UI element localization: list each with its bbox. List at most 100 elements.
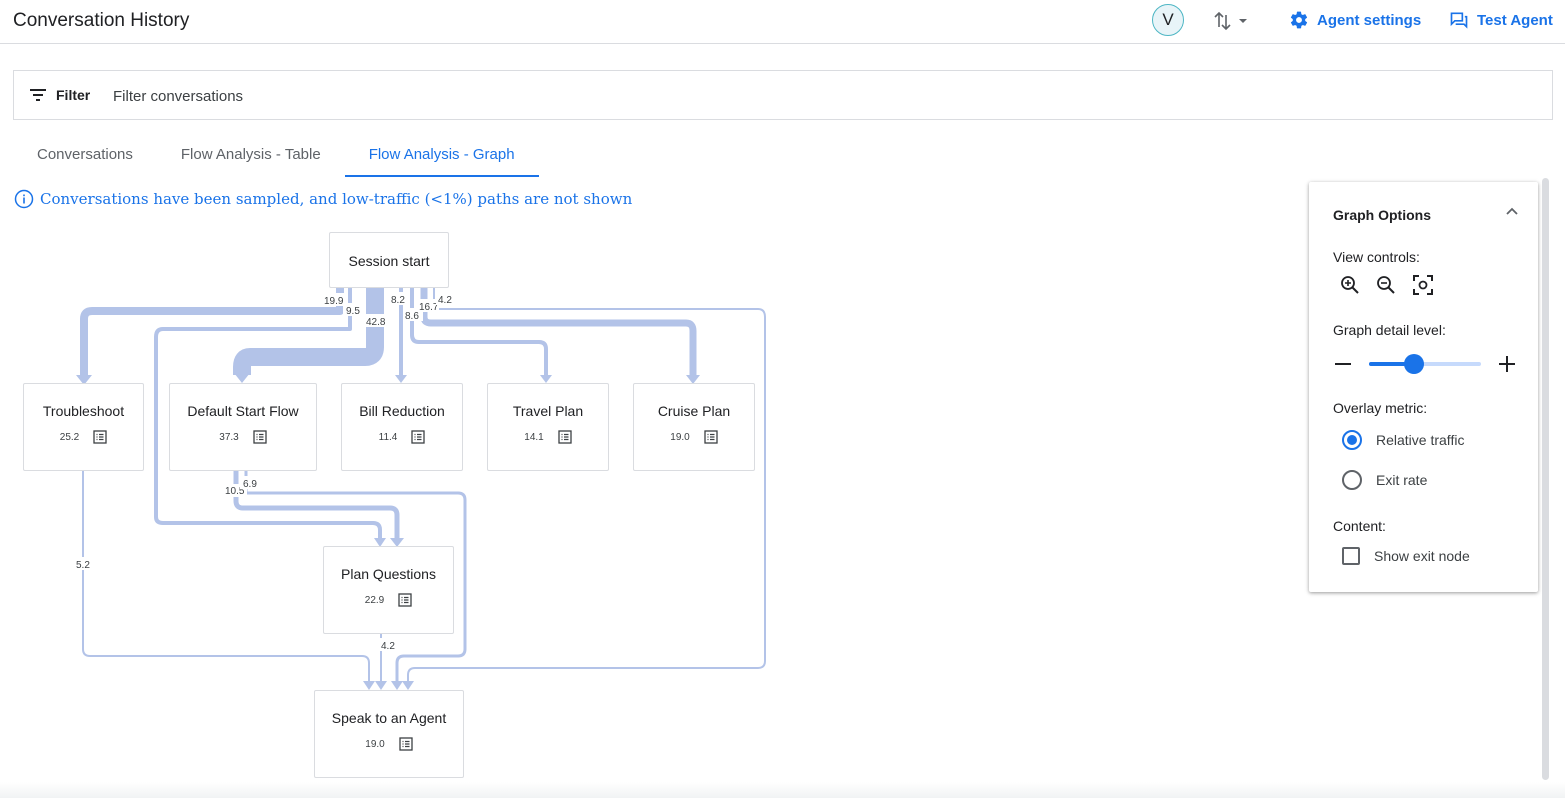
tab-flow-analysis-table[interactable]: Flow Analysis - Table xyxy=(180,146,321,163)
list-icon[interactable] xyxy=(93,430,107,444)
node-bill-reduction[interactable]: Bill Reduction 11.4 xyxy=(341,383,463,471)
chat-icon xyxy=(1450,12,1468,29)
chevron-down-icon xyxy=(1239,19,1247,23)
edge-start-cruise-plan xyxy=(420,287,697,377)
sampling-notice: Conversations have been sampled, and low… xyxy=(14,189,632,209)
test-agent-label: Test Agent xyxy=(1477,11,1553,29)
node-label: Cruise Plan xyxy=(657,403,731,419)
node-label: Speak to an Agent xyxy=(331,710,447,726)
node-metric: 11.4 xyxy=(378,431,398,443)
node-metric: 19.0 xyxy=(365,738,385,750)
list-icon[interactable] xyxy=(411,430,426,444)
overlay-metric-label: Overlay metric: xyxy=(1333,400,1428,416)
overlay-option-exit-rate[interactable]: Exit rate xyxy=(1342,470,1427,490)
edge-default-agent xyxy=(244,470,467,683)
node-default-start-flow[interactable]: Default Start Flow 37.3 xyxy=(169,383,317,471)
filter-icon xyxy=(30,89,46,101)
edge-label-start-agent: 4.2 xyxy=(438,295,452,306)
edge-default-plan-questions xyxy=(233,470,400,541)
node-label: Bill Reduction xyxy=(359,403,445,419)
edge-start-travel-plan xyxy=(410,287,548,377)
node-metric: 22.9 xyxy=(364,594,385,606)
edge-label-start-travel: 8.6 xyxy=(405,311,419,322)
detail-level-track[interactable] xyxy=(1369,362,1481,366)
node-metric: 19.0 xyxy=(670,431,690,443)
node-label: Default Start Flow xyxy=(187,403,299,419)
show-exit-node-option[interactable]: Show exit node xyxy=(1342,547,1470,565)
filter-button-label: Filter xyxy=(56,87,91,103)
bottom-edge xyxy=(0,782,1565,798)
avatar-letter: V xyxy=(1162,10,1174,29)
sort-menu-button[interactable] xyxy=(1212,8,1258,34)
show-exit-node-label: Show exit node xyxy=(1374,548,1470,564)
vertical-scrollbar[interactable] xyxy=(1542,178,1549,780)
chevron-up-icon[interactable] xyxy=(1504,204,1520,220)
node-plan-questions[interactable]: Plan Questions 22.9 xyxy=(323,546,454,634)
show-exit-node-checkbox[interactable] xyxy=(1342,547,1360,565)
radio-label: Exit rate xyxy=(1376,472,1428,488)
test-agent-button[interactable]: Test Agent xyxy=(1449,10,1553,30)
list-icon[interactable] xyxy=(704,430,718,444)
overlay-option-relative-traffic[interactable]: Relative traffic xyxy=(1342,430,1464,450)
list-icon[interactable] xyxy=(253,430,267,444)
tab-conversations[interactable]: Conversations xyxy=(37,146,133,163)
agent-settings-label: Agent settings xyxy=(1317,11,1422,29)
zoom-out-icon[interactable] xyxy=(1375,274,1397,296)
node-session-start[interactable]: Session start xyxy=(329,232,449,288)
radio-relative-traffic[interactable] xyxy=(1342,430,1362,450)
filter-input[interactable] xyxy=(111,83,1515,109)
node-label: Troubleshoot xyxy=(42,403,125,419)
edge-start-troubleshoot xyxy=(80,287,344,379)
filter-bar: Filter xyxy=(13,70,1553,120)
node-label: Travel Plan xyxy=(512,403,584,419)
node-metric: 14.1 xyxy=(524,431,544,443)
info-icon xyxy=(14,189,34,209)
filter-button[interactable]: Filter xyxy=(28,85,90,105)
list-icon[interactable] xyxy=(398,593,412,607)
plus-icon[interactable] xyxy=(1497,354,1517,374)
edge-label-start-bill: 8.2 xyxy=(391,295,405,306)
tab-bar: Conversations Flow Analysis - Table Flow… xyxy=(13,134,539,178)
node-travel-plan[interactable]: Travel Plan 14.1 xyxy=(487,383,609,471)
edge-troubleshoot-agent xyxy=(82,470,370,683)
edge-label-default-agent: 6.9 xyxy=(243,479,257,490)
edge-start-plan-questions xyxy=(154,287,382,543)
minus-icon[interactable] xyxy=(1333,355,1353,373)
zoom-in-icon[interactable] xyxy=(1339,274,1361,296)
list-icon[interactable] xyxy=(558,430,572,444)
edge-label-start-troubleshoot: 19.9 xyxy=(324,296,344,307)
flow-edges: 19.9 9.5 42.8 8.2 8.6 16.7 4.2 10.5 6.9 … xyxy=(73,287,766,690)
sort-icon xyxy=(1214,11,1231,31)
avatar[interactable]: V xyxy=(1152,4,1184,36)
edge-label-start-plan-questions: 9.5 xyxy=(346,306,360,317)
node-metric: 25.2 xyxy=(59,431,80,443)
list-icon[interactable] xyxy=(399,737,413,751)
edge-label-default-plan-questions: 10.5 xyxy=(225,486,245,497)
edge-label-start-cruise: 16.7 xyxy=(419,302,439,313)
node-label: Plan Questions xyxy=(341,566,436,582)
fit-to-screen-icon[interactable] xyxy=(1412,274,1434,296)
edge-start-default-flow xyxy=(233,287,384,376)
top-bar: Conversation History V Agent settings Te… xyxy=(0,0,1565,44)
edge-label-start-default: 42.8 xyxy=(366,317,386,328)
detail-level-label: Graph detail level: xyxy=(1333,322,1446,338)
detail-level-thumb[interactable] xyxy=(1403,354,1424,374)
radio-label: Relative traffic xyxy=(1376,432,1465,448)
radio-exit-rate[interactable] xyxy=(1342,470,1362,490)
page-title: Conversation History xyxy=(13,10,190,31)
node-cruise-plan[interactable]: Cruise Plan 19.0 xyxy=(633,383,755,471)
graph-options-panel: Graph Options View controls: Graph detai… xyxy=(1309,182,1538,592)
graph-options-title: Graph Options xyxy=(1333,207,1431,223)
content-label: Content: xyxy=(1333,518,1386,534)
edge-start-agent xyxy=(407,287,766,683)
node-troubleshoot[interactable]: Troubleshoot 25.2 xyxy=(23,383,144,471)
agent-settings-button[interactable]: Agent settings xyxy=(1289,10,1421,30)
node-metric: 37.3 xyxy=(219,431,239,443)
node-label: Session start xyxy=(348,253,430,269)
edge-label-plan-questions-agent: 4.2 xyxy=(381,641,395,652)
edge-label-troubleshoot-agent: 5.2 xyxy=(76,560,90,571)
tab-flow-analysis-graph[interactable]: Flow Analysis - Graph xyxy=(344,134,539,177)
node-speak-to-agent[interactable]: Speak to an Agent 19.0 xyxy=(314,690,464,778)
view-controls-label: View controls: xyxy=(1333,249,1420,265)
gear-icon xyxy=(1290,11,1308,29)
